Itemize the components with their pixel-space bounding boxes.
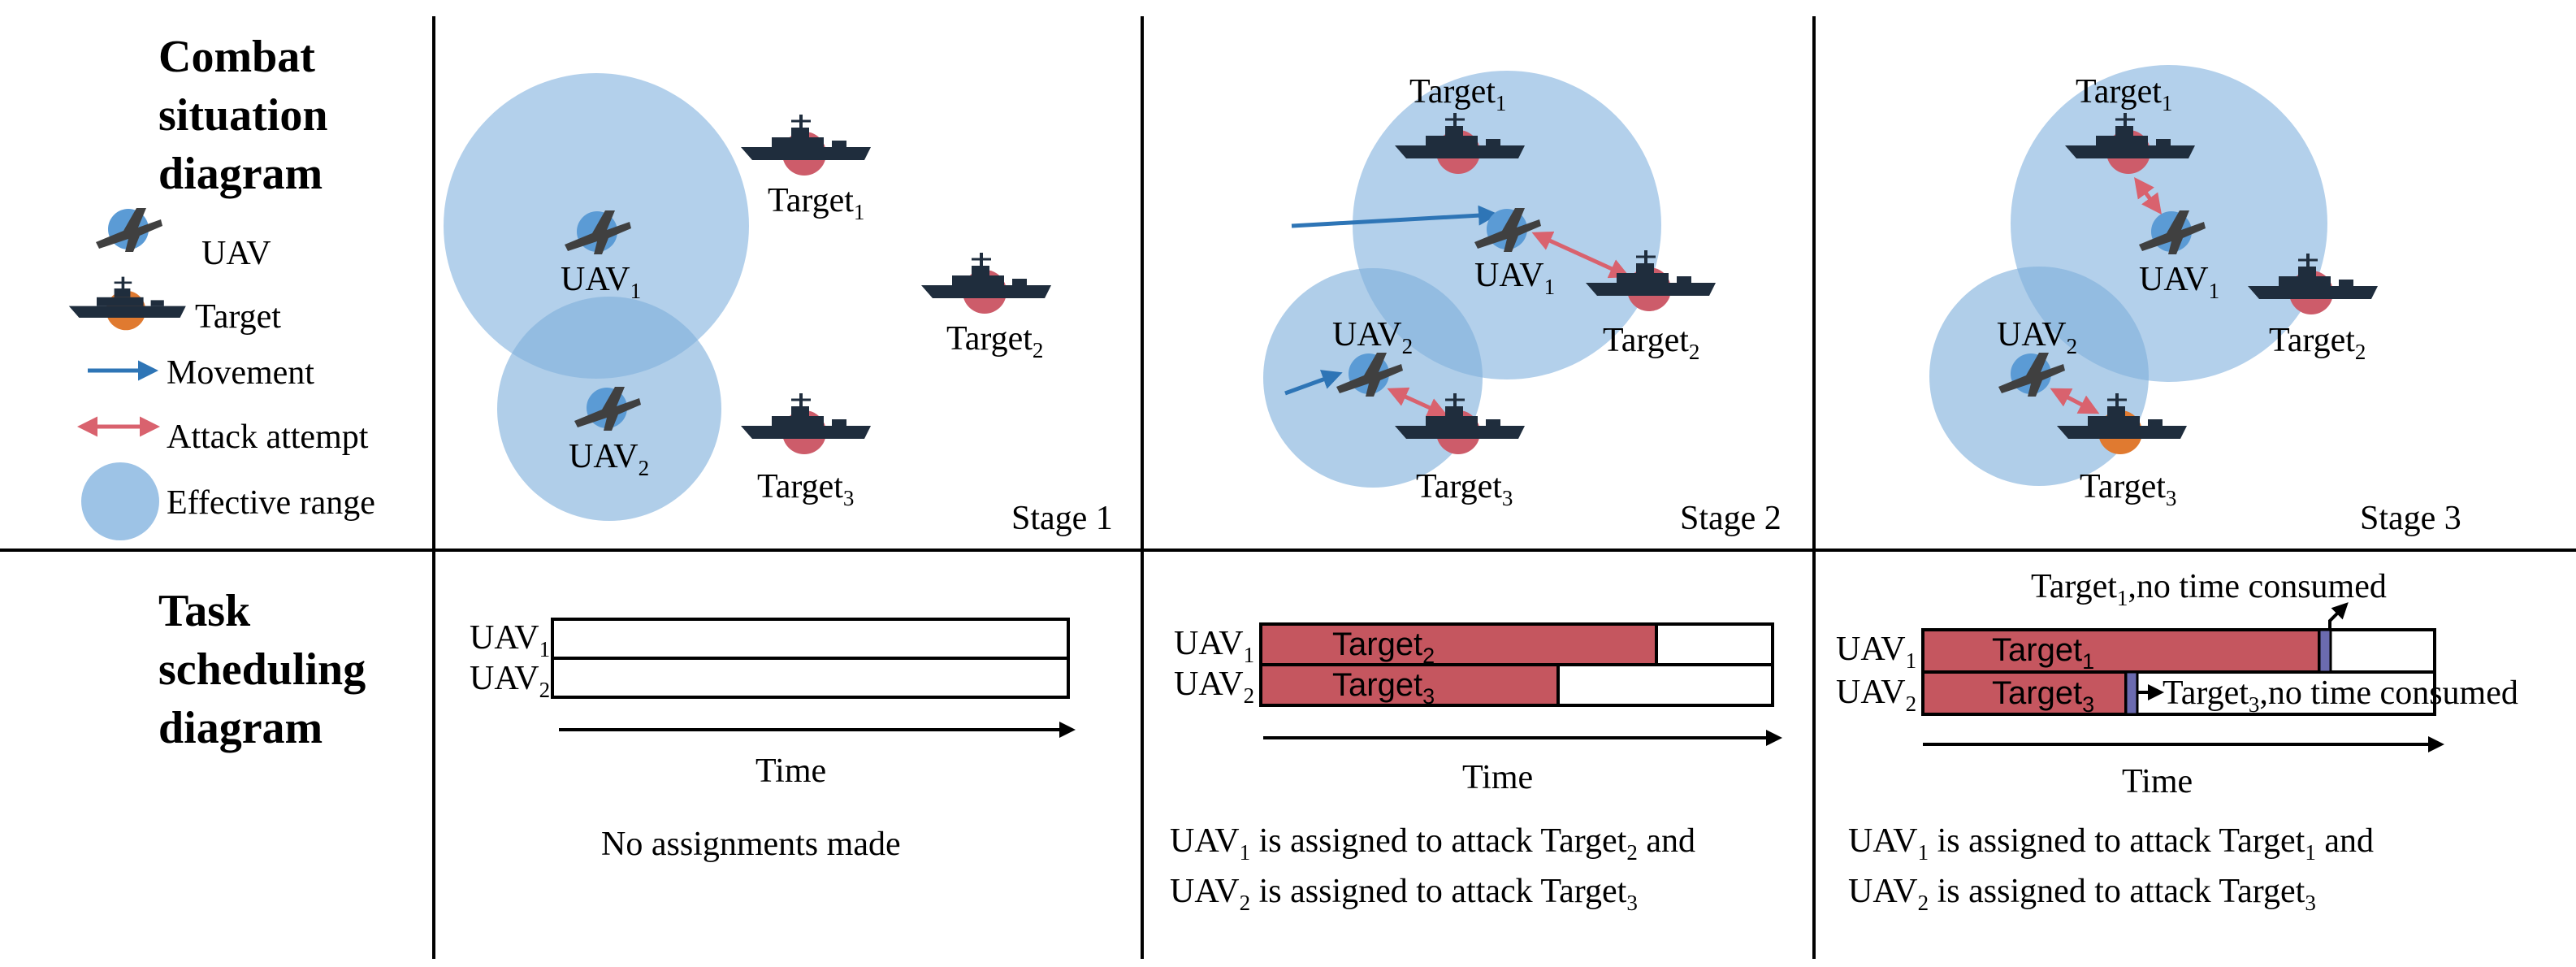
svg-text:UAV1 is assigned to attack Tar: UAV1 is assigned to attack Target1 and [1848, 822, 2374, 865]
svg-text:Time: Time [1462, 759, 1533, 796]
svg-text:Target3,no time consumed: Target3,no time consumed [2163, 674, 2518, 717]
target1-icon [741, 115, 871, 176]
svg-text:Target1: Target1 [2076, 73, 2172, 115]
svg-text:Combat: Combat [158, 32, 315, 82]
svg-text:UAV1: UAV1 [1474, 257, 1555, 299]
svg-text:Target3: Target3 [757, 468, 854, 510]
svg-text:UAV2: UAV2 [1997, 316, 2077, 358]
svg-text:Target3: Target3 [2080, 468, 2176, 510]
svg-text:UAV2: UAV2 [569, 438, 649, 480]
stage1-schedule: UAV1 UAV2 Time No assignments made [470, 618, 1076, 863]
svg-text:UAV1: UAV1 [2139, 261, 2219, 303]
uav2-attack-s3 [2050, 388, 2100, 414]
svg-text:UAV2 is assigned to attack Tar: UAV2 is assigned to attack Target3 [1848, 873, 2316, 915]
svg-text:UAV1 is assigned to attack Tar: UAV1 is assigned to attack Target2 and [1170, 822, 1695, 865]
uav1-attack-s3 [2134, 176, 2162, 215]
svg-text:Movement: Movement [167, 354, 314, 392]
uav1-attack [1531, 231, 1630, 279]
svg-text:Target2: Target2 [2269, 322, 2366, 364]
svg-text:UAV: UAV [201, 235, 271, 272]
stage2-label: Stage 2 [1680, 500, 1782, 537]
uav1-timeline [551, 618, 1070, 660]
stage1-label: Stage 1 [1011, 500, 1113, 537]
uav2-movement [1284, 370, 1343, 396]
stage2-situation: UAV1 UAV2 Target1 Target2 Target3 Stage … [1263, 71, 1782, 537]
svg-text:Time: Time [2122, 763, 2193, 800]
svg-text:Target1: Target1 [1409, 73, 1506, 115]
svg-text:UAV2 is assigned to attack Tar: UAV2 is assigned to attack Target3 [1170, 873, 1638, 915]
uav2-attack [1387, 387, 1448, 418]
legend: UAV Target Movement Attack attempt Effec… [67, 208, 375, 540]
svg-text:Attack attempt: Attack attempt [167, 418, 369, 456]
target3-icon [741, 393, 871, 454]
legend-uav-icon [96, 208, 162, 252]
svg-text:situation: situation [158, 90, 328, 141]
svg-text:Time: Time [755, 752, 826, 790]
uav2-instant-marker [2124, 670, 2139, 716]
target2-icon [921, 253, 1051, 314]
svg-text:UAV1: UAV1 [470, 619, 550, 661]
combat-heading: Combat situation diagram [158, 32, 328, 199]
svg-text:UAV2: UAV2 [1836, 674, 1916, 716]
svg-text:No assignments made: No assignments made [601, 826, 901, 863]
svg-text:UAV1: UAV1 [1174, 625, 1254, 667]
stage3-label: Stage 3 [2360, 500, 2461, 537]
svg-text:Target2: Target2 [1332, 627, 1435, 668]
svg-text:Effective range: Effective range [167, 484, 375, 522]
svg-text:Target2: Target2 [946, 320, 1043, 362]
svg-text:Target1: Target1 [768, 182, 864, 224]
svg-text:UAV2: UAV2 [470, 660, 550, 702]
svg-text:UAV1: UAV1 [1836, 631, 1916, 673]
uav1-movement [1291, 205, 1499, 228]
svg-text:diagram: diagram [158, 149, 323, 199]
stage2-schedule: UAV1 UAV2 Target2 Target3 Time UAV1 is a… [1170, 622, 1782, 915]
svg-text:scheduling: scheduling [158, 644, 366, 695]
uav1-instant-marker [2318, 628, 2332, 674]
uav1-task-bar-s3 [1921, 628, 2321, 674]
task-heading: Task scheduling diagram [158, 586, 366, 753]
uav1-task-bar [1259, 622, 1658, 666]
svg-text:diagram: diagram [158, 703, 323, 753]
svg-text:Target3: Target3 [1332, 667, 1435, 709]
svg-text:Task: Task [158, 586, 251, 636]
uav2-task-bar [1259, 663, 1560, 707]
svg-text:UAV1: UAV1 [561, 261, 641, 303]
svg-text:UAV2: UAV2 [1174, 666, 1254, 708]
svg-text:Target3: Target3 [1992, 675, 2094, 717]
uav2-task-bar-s3 [1921, 670, 2128, 716]
svg-text:UAV2: UAV2 [1332, 316, 1413, 358]
legend-range-icon [81, 462, 159, 540]
uav2-timeline [551, 657, 1070, 699]
svg-text:Target1: Target1 [1992, 632, 2094, 674]
svg-text:Target: Target [195, 298, 281, 336]
svg-text:Target2: Target2 [1603, 322, 1699, 364]
legend-target-icon [67, 275, 188, 331]
stage3-situation: UAV1 UAV2 Target1 Target2 Target3 Stage … [1929, 65, 2461, 537]
stage3-schedule: UAV1 UAV2 Target1 Target3 Target1,no tim… [1836, 568, 2518, 915]
svg-text:Target1,no time consumed: Target1,no time consumed [2031, 568, 2387, 610]
stage1-situation: UAV1 UAV2 Target1 Target2 Target3 Stage … [444, 73, 1113, 537]
svg-text:Target3: Target3 [1416, 468, 1513, 510]
